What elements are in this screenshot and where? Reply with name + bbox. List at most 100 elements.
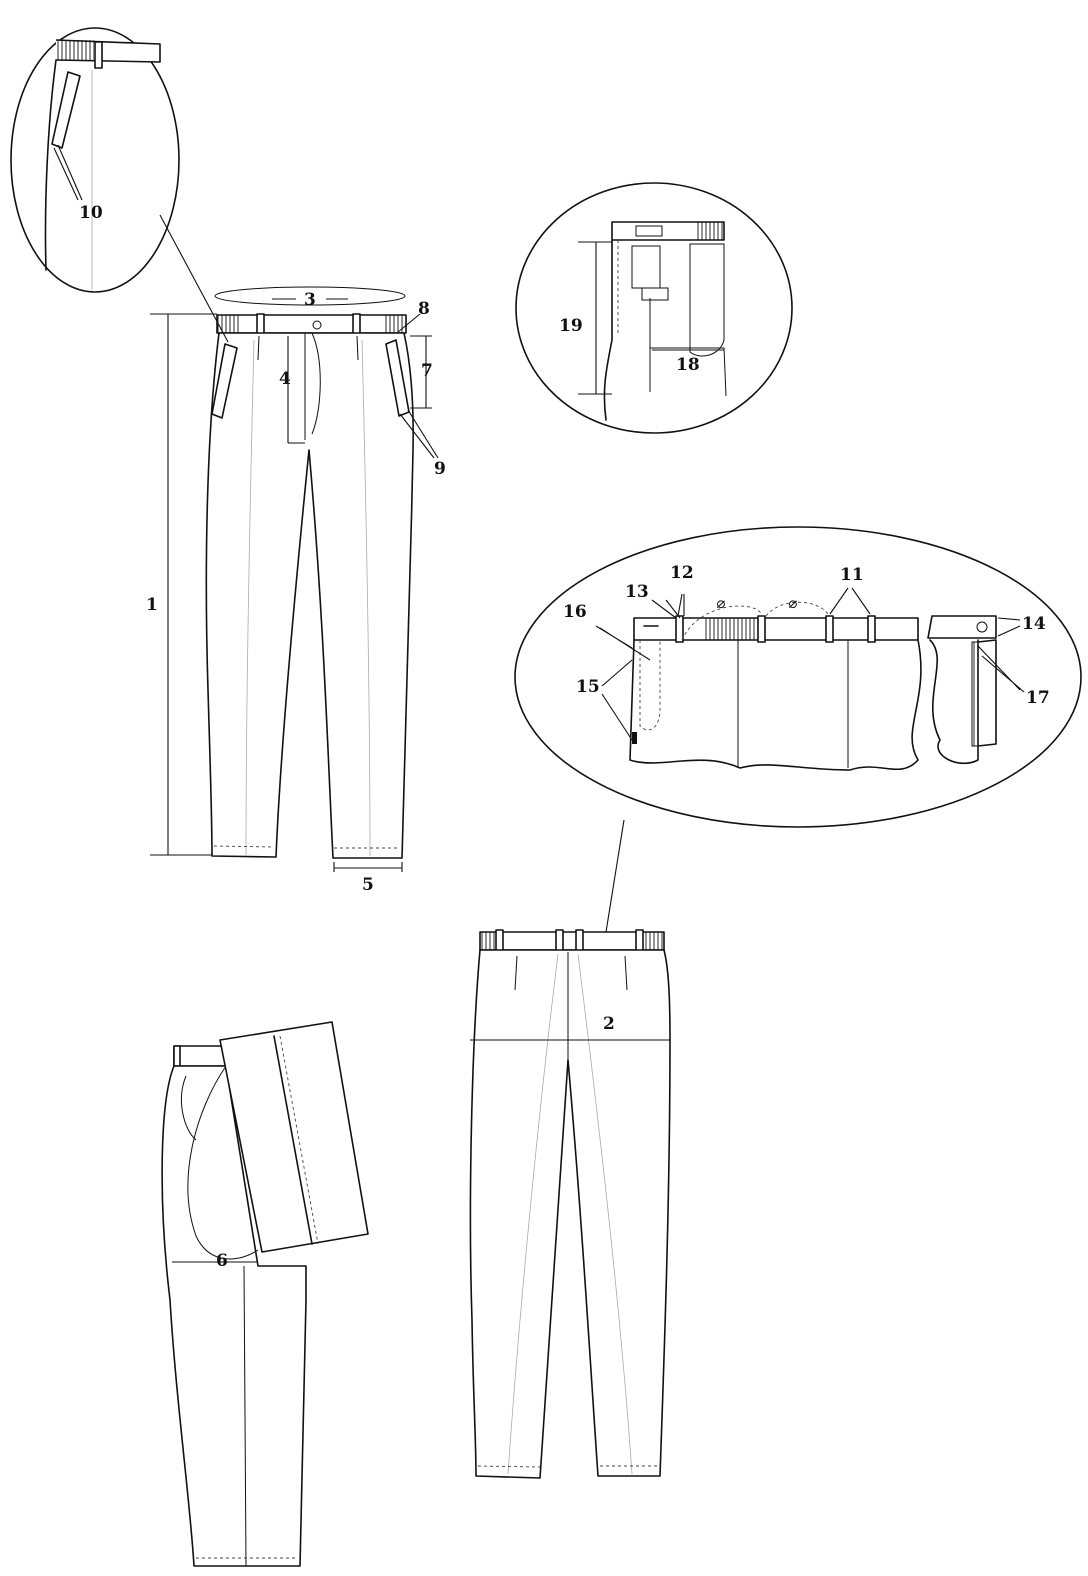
leader-12 [677, 593, 685, 617]
back-dart-right [624, 955, 628, 991]
spacing-symbol-1: ⌀ [716, 594, 725, 612]
callout-5: 5 [362, 875, 374, 895]
side-fold [180, 1075, 197, 1141]
callout-labels: 1 2 3 4 5 6 7 8 9 10 11 12 13 14 15 16 1… [79, 203, 1050, 1271]
front-elastic-left [217, 315, 239, 333]
inside-pocket-bag [689, 243, 725, 357]
callout-15: 15 [576, 677, 600, 697]
inside-elastic [696, 222, 724, 240]
callout-19: 19 [559, 316, 583, 336]
callout-11: 11 [840, 565, 864, 585]
side-folded-leg [219, 1021, 369, 1253]
inside-label [635, 225, 663, 237]
wb-spacing-arc-1 [681, 605, 763, 641]
back-trouser-outline [469, 949, 671, 1479]
back-crease-right [577, 953, 633, 1475]
callout-12: 12 [670, 563, 694, 583]
callout-1: 1 [146, 595, 158, 615]
front-fly [304, 332, 321, 440]
wb-extension-edge [929, 639, 979, 765]
wb-zipper [971, 641, 979, 747]
back-elastic-right [640, 932, 664, 950]
callout-7: 7 [421, 361, 433, 381]
leader-15 [601, 659, 633, 741]
wb-fly-shield [977, 639, 997, 747]
front-crease-left [245, 339, 255, 856]
leader-10 [53, 144, 83, 201]
inside-pocket-opening [650, 347, 727, 397]
dim-rise [287, 336, 305, 444]
side-folded-seam [273, 1035, 313, 1245]
front-trouser-outline [205, 332, 414, 859]
wb-extension [927, 615, 997, 639]
callout-3: 3 [304, 290, 316, 310]
pocket-detail-circle [10, 27, 180, 293]
side-inseam [243, 1265, 247, 1567]
spacing-symbol-2: ⌀ [788, 594, 797, 612]
callout-10: 10 [79, 203, 103, 223]
wb-loop-1 [675, 615, 684, 643]
front-pleat-right [356, 335, 359, 361]
inside-hook [631, 245, 669, 301]
side-pocket-bag [187, 1065, 259, 1260]
callout-9: 9 [434, 459, 446, 479]
wb-button [976, 621, 988, 633]
dim-outseam [150, 313, 217, 856]
wb-loop-4 [867, 615, 876, 643]
side-folded-stitch [279, 1035, 319, 1245]
detail-connector [159, 214, 229, 343]
callout-14: 14 [1022, 614, 1046, 634]
wb-elastic [704, 618, 756, 640]
callout-18: 18 [676, 355, 700, 375]
inside-detail-view [515, 182, 793, 434]
side-loop [173, 1045, 181, 1067]
wb-spacing-arc-2 [765, 601, 829, 617]
wb-pocket-stitch [639, 640, 661, 731]
waist-button [312, 320, 322, 330]
detail-welt-pocket [51, 71, 81, 149]
wb-loop-3 [825, 615, 834, 643]
front-welt-pocket-left [211, 343, 238, 419]
callout-16: 16 [563, 602, 587, 622]
side-waistband [173, 1045, 229, 1067]
leader-17 [977, 645, 1025, 693]
wb-body-outline [629, 639, 922, 771]
front-pleat-left [257, 335, 260, 361]
leader-16 [595, 625, 651, 661]
front-elastic-right [384, 315, 406, 333]
front-crease-right [361, 339, 371, 857]
pocket-detail-view [10, 27, 229, 343]
leader-14 [997, 617, 1021, 637]
detail-belt-loop [94, 41, 103, 69]
dim-hem [333, 862, 403, 872]
leader-8 [397, 313, 421, 333]
wb-loop-2 [757, 615, 766, 643]
dim-19 [578, 241, 612, 395]
callout-2: 2 [603, 1014, 615, 1034]
front-view [150, 286, 439, 872]
detail-elastic [56, 40, 94, 60]
leader-9 [399, 409, 439, 459]
inside-front-edge [603, 239, 613, 421]
callout-6: 6 [216, 1251, 228, 1271]
callout-4: 4 [279, 369, 291, 389]
wb-bartack [632, 732, 637, 744]
back-dart-left [514, 955, 518, 991]
back-crease-left [507, 953, 559, 1475]
callout-13: 13 [625, 582, 649, 602]
front-hem-left-stitch [213, 845, 275, 848]
callout-8: 8 [418, 299, 430, 319]
side-trouser-outline [161, 1065, 307, 1567]
inside-view [161, 1021, 369, 1567]
leader-11 [829, 587, 871, 615]
waistband-detail-view [514, 526, 1082, 933]
back-view [469, 929, 671, 1479]
back-hem-stitch [477, 1465, 658, 1468]
callout-17: 17 [1026, 688, 1050, 708]
waist-ellipse [214, 286, 406, 306]
front-waistband [216, 314, 407, 334]
dim-pocket-length [410, 335, 432, 409]
detail-side-seam [44, 59, 57, 271]
